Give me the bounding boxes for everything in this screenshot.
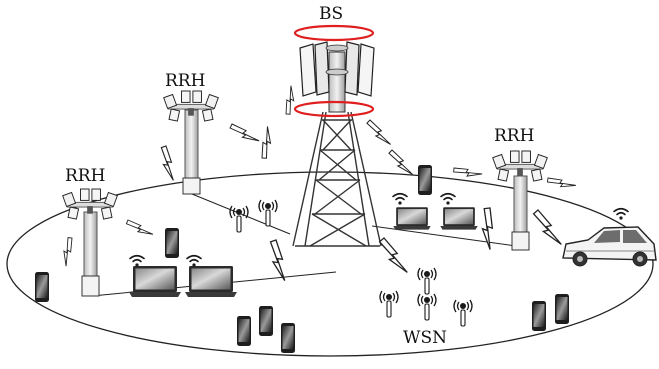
rrh-center-unit: [163, 90, 219, 195]
label-rrh-right: RRH: [494, 126, 535, 146]
label-wsn: WSN: [403, 328, 447, 348]
label-rrh-left: RRH: [65, 166, 106, 186]
coverage-ellipse: [6, 171, 654, 357]
smartphones: [35, 165, 569, 353]
wifi-signals: [129, 192, 629, 268]
label-bs: BS: [319, 4, 344, 24]
car-icon: [562, 226, 657, 267]
bottom-ring: [293, 100, 375, 118]
label-rrh-center: RRH: [165, 71, 206, 91]
top-ring: [293, 24, 375, 42]
base-station-tower: [292, 24, 382, 247]
rrh-right-unit: [492, 150, 548, 251]
rrh-left-unit: [62, 188, 118, 297]
